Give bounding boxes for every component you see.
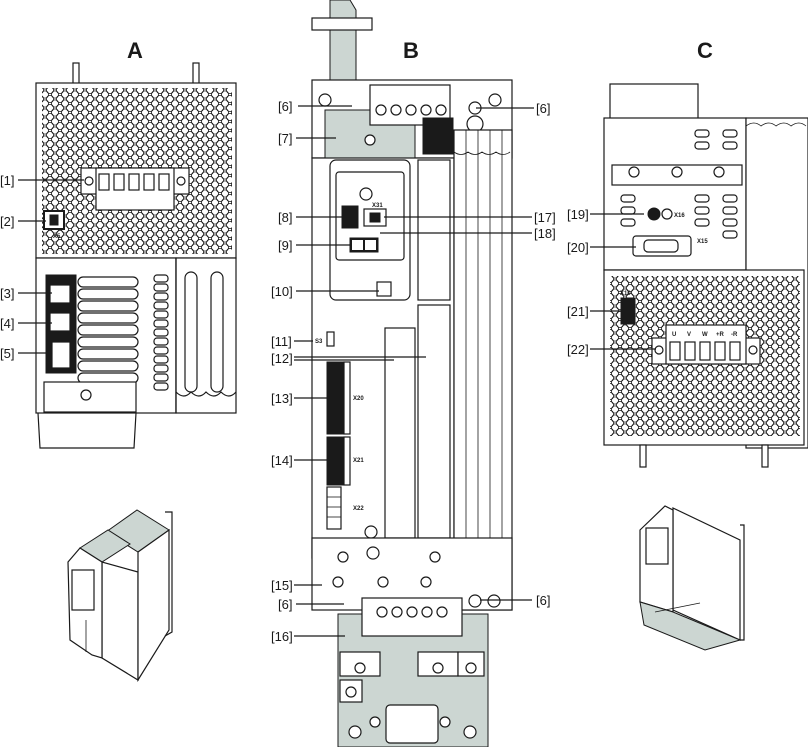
- view-c: C X16: [567, 38, 808, 651]
- callout-6-top-left: [6]: [278, 99, 292, 114]
- x31-label: X31: [372, 203, 383, 209]
- callout-12: [12]: [271, 351, 293, 366]
- callout-13: [13]: [271, 391, 293, 406]
- terminal-label-plus-r: +R: [716, 332, 725, 338]
- mounting-pin: [192, 62, 200, 86]
- screw: [364, 525, 378, 539]
- callout-4: [4]: [0, 316, 14, 331]
- callout-5: [5]: [0, 346, 14, 361]
- memory-slot: [376, 281, 392, 297]
- screw: [488, 93, 502, 107]
- callout-7: [7]: [278, 131, 292, 146]
- x21-label: X21: [353, 458, 364, 464]
- view-a: A X5: [0, 38, 237, 683]
- callout-18: [18]: [534, 226, 556, 241]
- x15-connector: X15: [632, 235, 708, 257]
- x22-terminal: X22: [326, 486, 364, 530]
- callout-17: [17]: [534, 210, 556, 225]
- earth-washer: [487, 594, 501, 608]
- mounting-pin: [72, 62, 80, 86]
- mounting-pin: [761, 444, 769, 468]
- screw: [318, 93, 332, 107]
- x10-label: X10: [620, 291, 631, 297]
- dip-switch: [341, 205, 359, 229]
- x20-terminal: X20: [326, 361, 364, 435]
- option-slot-1: [384, 327, 416, 539]
- status-led: [359, 187, 373, 201]
- s3-label: S3: [315, 339, 323, 345]
- motor-terminal-screws: [332, 546, 441, 588]
- callout-15: [15]: [271, 578, 293, 593]
- view-c-title: C: [697, 38, 713, 63]
- motor-terminal-plug: [361, 597, 463, 637]
- heatsink: [453, 129, 513, 611]
- screw: [364, 134, 376, 146]
- callout-6-bottom-right: [6]: [536, 593, 550, 608]
- motor-terminal-c: U V W +R -R: [651, 324, 761, 365]
- callout-6-bottom-left: [6]: [278, 597, 292, 612]
- callout-22: [22]: [567, 342, 589, 357]
- isometric-view-c: [639, 505, 745, 651]
- x15-label: X15: [697, 239, 708, 245]
- callout-11: [11]: [271, 334, 292, 349]
- mains-terminal: [369, 84, 454, 155]
- callout-8: [8]: [278, 210, 292, 225]
- terminal-label-u: U: [672, 332, 676, 338]
- seven-segment-display: [349, 237, 379, 253]
- ventilation-grille-top: [35, 82, 237, 259]
- top-clamp: [609, 83, 699, 121]
- terminal-label-minus-r: -R: [731, 332, 738, 338]
- terminal-label-w: W: [702, 332, 708, 338]
- callout-14: [14]: [271, 453, 293, 468]
- dc-terminal-row: [611, 164, 743, 186]
- device-body-a: [35, 257, 237, 449]
- x16-connector: X16: [647, 207, 685, 221]
- view-a-title: A: [127, 38, 143, 63]
- x5-connector: X5: [43, 210, 65, 240]
- power-terminal-block: [80, 167, 190, 211]
- callout-21: [21]: [567, 304, 589, 319]
- view-b-title: B: [403, 38, 419, 63]
- callout-6-top-right: [6]: [536, 101, 550, 116]
- x21-terminal: X21: [326, 436, 364, 486]
- callout-1: [1]: [0, 173, 14, 188]
- terminal-label-v: V: [687, 332, 691, 338]
- s3-switch: [326, 331, 335, 347]
- x16-label: X16: [674, 213, 685, 219]
- view-b: B: [271, 0, 556, 747]
- earth-screw: [468, 594, 482, 608]
- x5-label: X5: [53, 234, 61, 240]
- callout-10: [10]: [271, 284, 293, 299]
- isometric-view-a: [67, 509, 173, 683]
- callout-16: [16]: [271, 629, 293, 644]
- mounting-pin: [639, 444, 647, 468]
- shield-clamps: [339, 651, 485, 744]
- callout-3: [3]: [0, 286, 14, 301]
- callout-2: [2]: [0, 214, 14, 229]
- option-slot-top: [417, 159, 451, 301]
- x20-label: X20: [353, 396, 364, 402]
- clamp-bolt: [311, 17, 373, 31]
- callout-20: [20]: [567, 240, 589, 255]
- callout-19: [19]: [567, 207, 589, 222]
- x22-label: X22: [353, 506, 364, 512]
- callout-9: [9]: [278, 238, 292, 253]
- option-slot-2: [417, 304, 451, 539]
- slots-c: [620, 129, 738, 239]
